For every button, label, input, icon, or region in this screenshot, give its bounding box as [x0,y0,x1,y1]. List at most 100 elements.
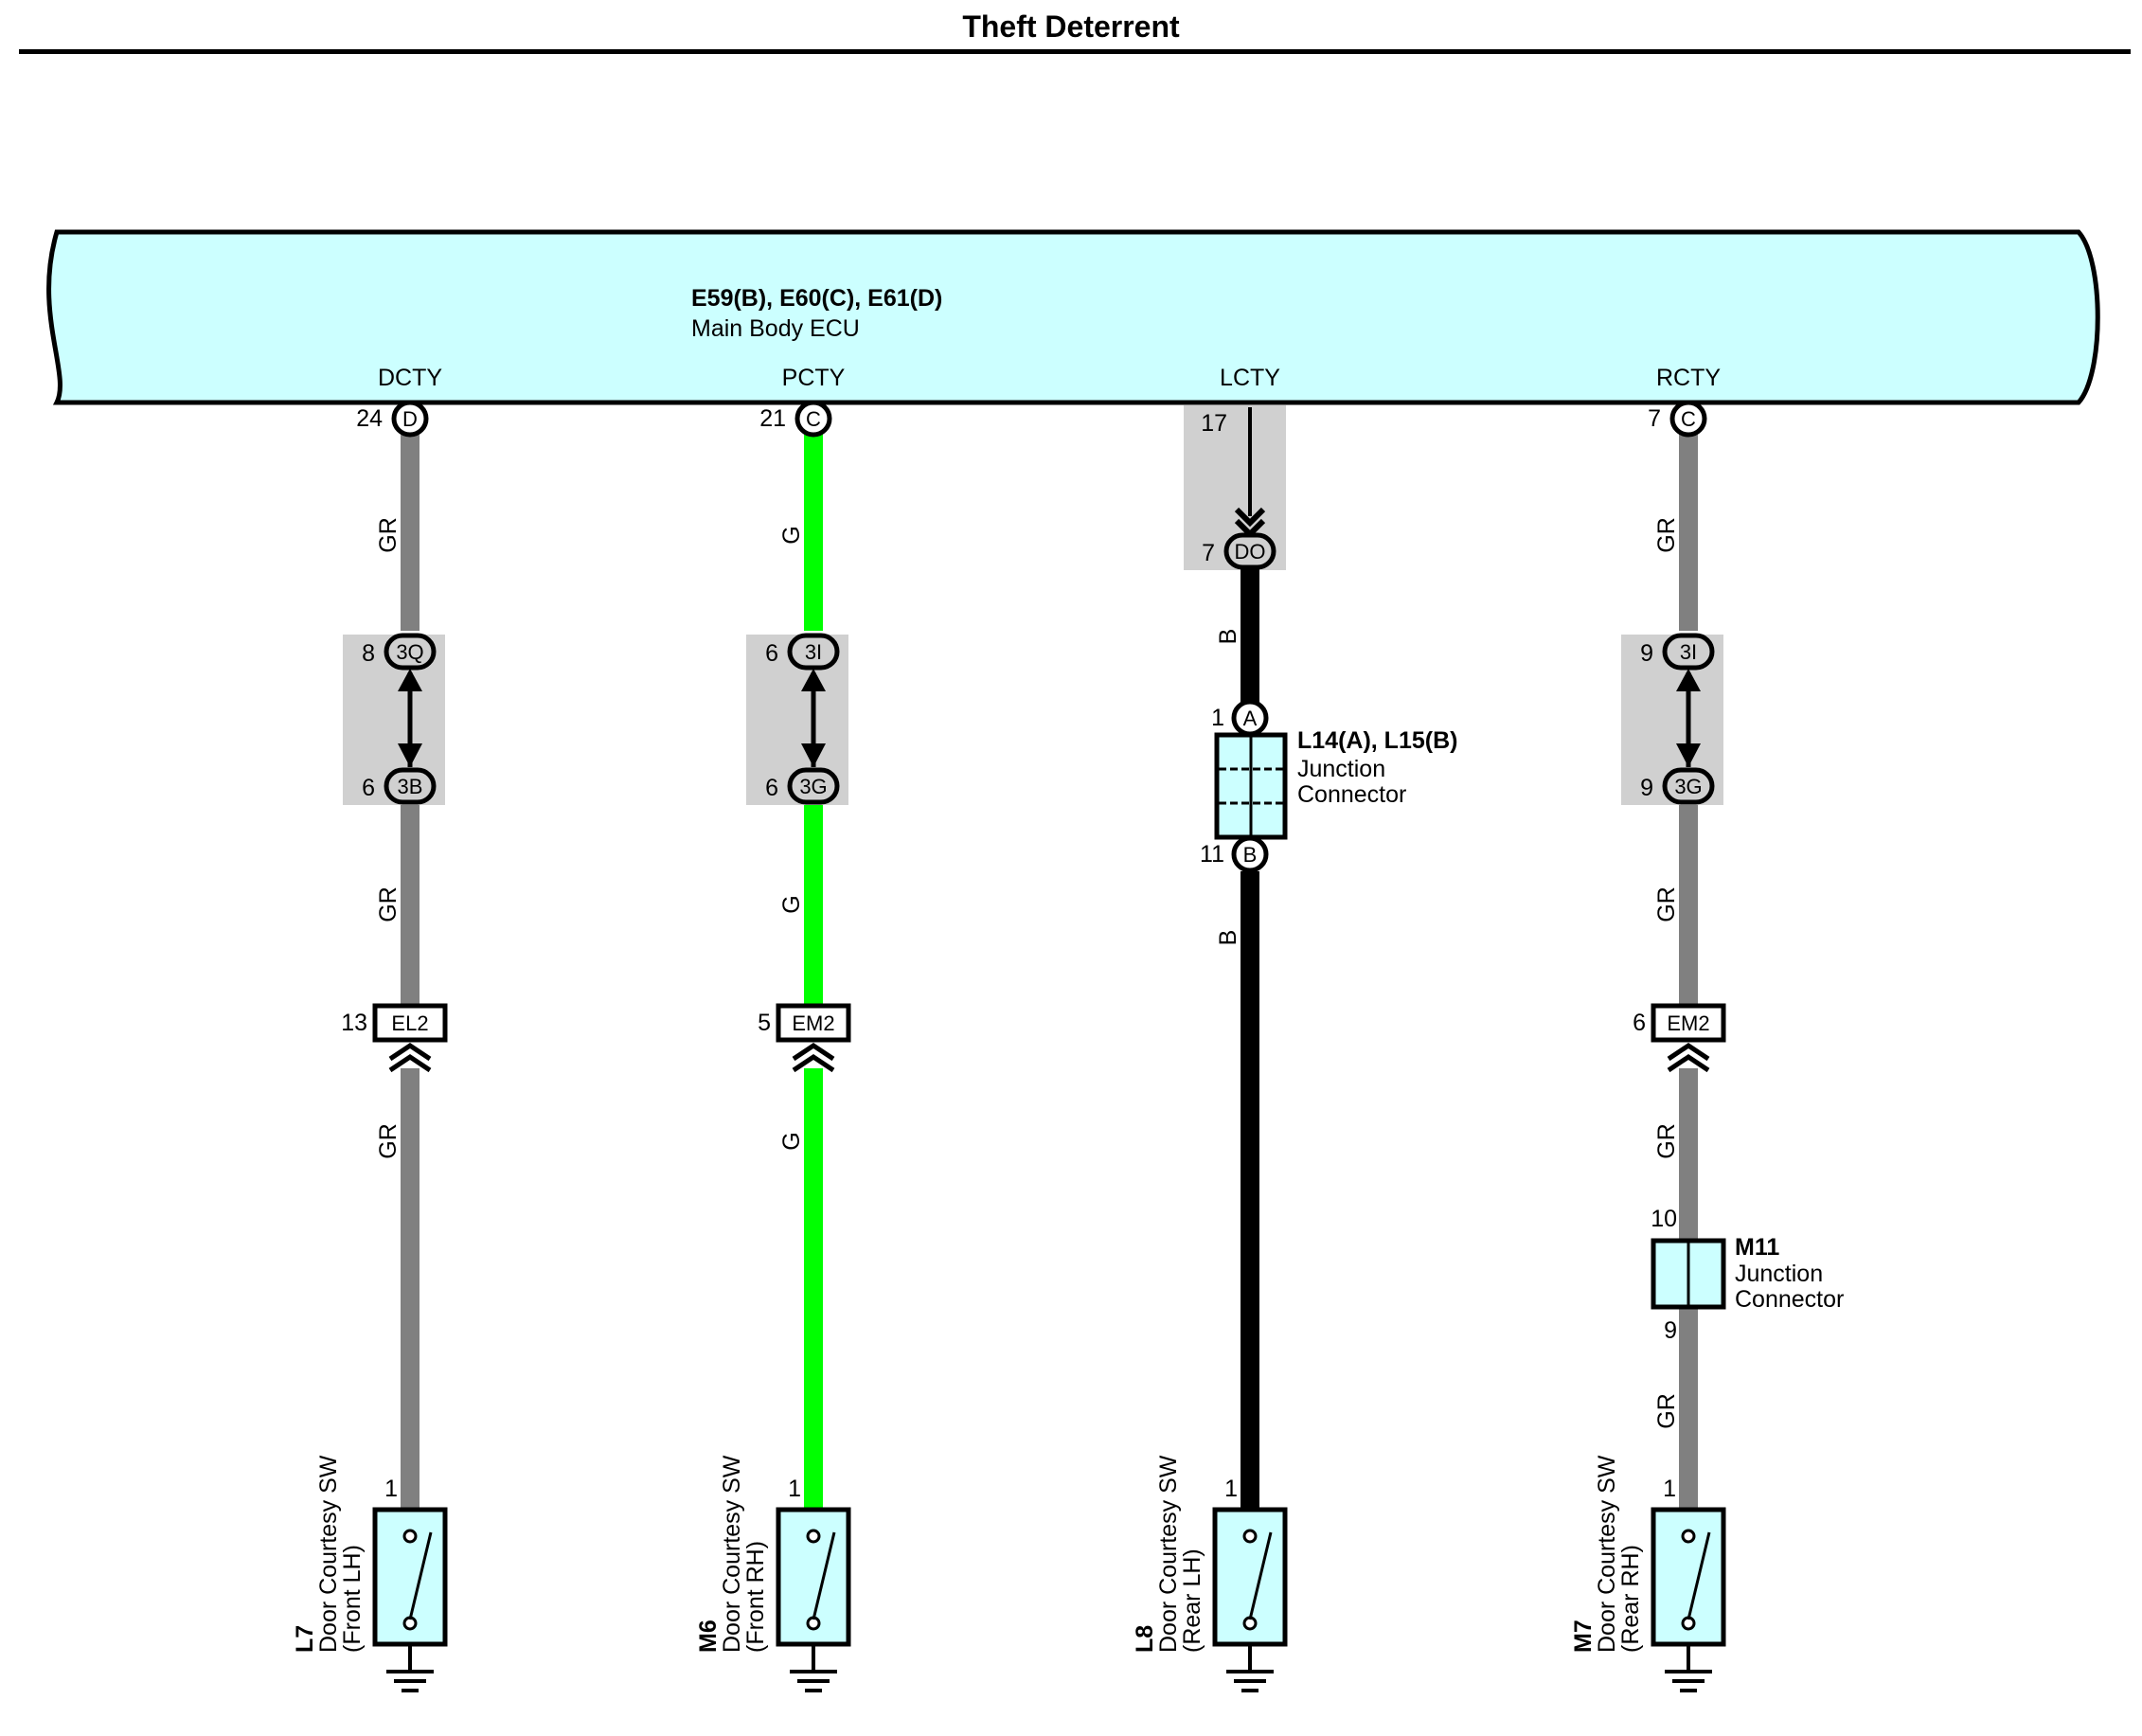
ecu-pin-number: 7 [1648,405,1661,432]
circuit-dcty: DCTY D 24 GR 3Q 8 3B 6 GR EL2 13 GR 1 L7… [292,365,448,1692]
switch-contact [1681,1529,1696,1544]
junction-bottom-code: 3B [398,775,423,798]
jconn-name-1: Junction [1297,756,1385,782]
switch-lever [408,1531,433,1620]
ecu-code: E59(B), E60(C), E61(D) [691,285,942,312]
wire-color-label: GR [375,517,402,553]
wire-color-label: B [1215,930,1241,946]
plug-chevron [792,1053,835,1073]
junction-top-pin: 6 [765,640,778,667]
switch-lever [812,1531,836,1620]
circuit-lcty: 17 LCTY DO 7 B A 1 B 11 L14(A), L15(B) J… [1132,365,1457,1692]
plug-chevron [388,1042,432,1062]
jconn-pin-top: 10 [1651,1206,1677,1232]
terminal-label: RCTY [1656,365,1721,391]
terminal-label: LCTY [1220,365,1280,391]
switch-position: (Front RH) [742,1541,769,1653]
plug-chevron [1667,1042,1710,1062]
ecu-conn-letter: C [1681,407,1696,431]
switch-name: Door Courtesy SW [1155,1455,1182,1653]
plug-pin: 5 [758,1010,771,1036]
wire-color-label: G [778,1132,805,1150]
jconn-conn-letter: B [1243,843,1258,867]
wire-color-label: G [778,895,805,913]
junction-bottom-pin: 6 [765,775,778,801]
circuit-rcty: RCTY C 7 GR 3I 9 3G 9 GR EM2 6 GR 10 9 M… [1570,365,1844,1692]
jconn-name-1: Junction [1735,1261,1823,1287]
plug-pin: 6 [1633,1010,1646,1036]
junction-arrow-up [398,669,422,691]
junction-bottom-connector [384,767,437,805]
junction-bottom-connector [787,767,840,805]
junction-arrow-down [1676,743,1701,767]
plug-code: EM2 [792,1011,834,1035]
junction-top-connector [1662,633,1715,671]
ecu-pin-connector [391,400,429,438]
wire-color-label: B [1215,629,1241,645]
switch-lever [1248,1531,1273,1620]
switch-name: Door Courtesy SW [315,1455,342,1653]
plug-chevron [388,1053,432,1073]
junction-arrow-down [801,743,826,767]
plug-chevron [792,1042,835,1062]
switch-name: Door Courtesy SW [719,1455,745,1653]
junction-arrow-down [398,743,422,767]
switch-position: (Rear LH) [1179,1548,1205,1653]
title-rule [19,49,2131,54]
inline-pin: 7 [1202,540,1215,566]
plug-pin: 13 [341,1010,367,1036]
plug-connector [1651,1003,1726,1043]
ecu-conn-letter: D [402,407,418,431]
wire-color-label: GR [375,1123,402,1159]
junction-arrow-up [801,669,826,691]
page-title: Theft Deterrent [962,9,1180,44]
ecu-pin-number: 21 [759,405,786,432]
switch-position: (Front LH) [339,1545,366,1653]
junction-arrow-up [1676,669,1701,691]
terminal-label: PCTY [782,365,846,391]
wire-color-label: GR [1653,517,1680,553]
wire-color-label: GR [1653,1123,1680,1159]
switch-code: L8 [1132,1625,1158,1653]
terminal-label: DCTY [378,365,442,391]
switch-pin: 1 [788,1476,801,1502]
jconn-code: L14(A), L15(B) [1297,727,1457,754]
wire-color-label: G [778,526,805,544]
ecu-pin-number: 24 [356,405,383,432]
junction-bottom-code: 3G [1674,775,1702,798]
junction-bottom-connector [1662,767,1715,805]
wire-color-label: GR [375,886,402,922]
plug-connector [776,1003,851,1043]
switch-code: L7 [292,1625,318,1653]
switch-lever [1687,1531,1711,1620]
switch-contact [806,1529,821,1544]
ecu-conn-letter: C [806,407,821,431]
switch-code: M7 [1570,1620,1597,1653]
switch-code: M6 [695,1620,722,1653]
ecu-pin-connector [1669,400,1707,438]
jconn-code: M11 [1735,1234,1779,1261]
jconn-name-2: Connector [1735,1286,1844,1313]
ecu-pin-number: 17 [1201,410,1227,437]
junction-top-code: 3I [805,640,822,664]
junction-top-connector [787,633,840,671]
switch-position: (Rear RH) [1617,1545,1644,1653]
plug-chevron [1667,1053,1710,1073]
plug-code: EM2 [1667,1011,1709,1035]
junction-top-pin: 8 [362,640,375,667]
junction-top-pin: 9 [1640,640,1653,667]
jconn-conn-letter: A [1243,707,1258,730]
switch-pin: 1 [1663,1476,1676,1502]
plug-connector [372,1003,448,1043]
junction-top-code: 3I [1680,640,1697,664]
ecu-pin-connector [794,400,832,438]
junction-bottom-pin: 6 [362,775,375,801]
switch-pin: 1 [384,1476,398,1502]
circuit-pcty: PCTY C 21 G 3I 6 3G 6 G EM2 5 G 1 M6 Doo… [695,365,851,1692]
switch-name: Door Courtesy SW [1594,1455,1620,1653]
switch-contact [1242,1529,1258,1544]
junction-bottom-code: 3G [799,775,827,798]
junction-bottom-pin: 9 [1640,775,1653,801]
wire-color-label: GR [1653,886,1680,922]
switch-contact [402,1529,418,1544]
